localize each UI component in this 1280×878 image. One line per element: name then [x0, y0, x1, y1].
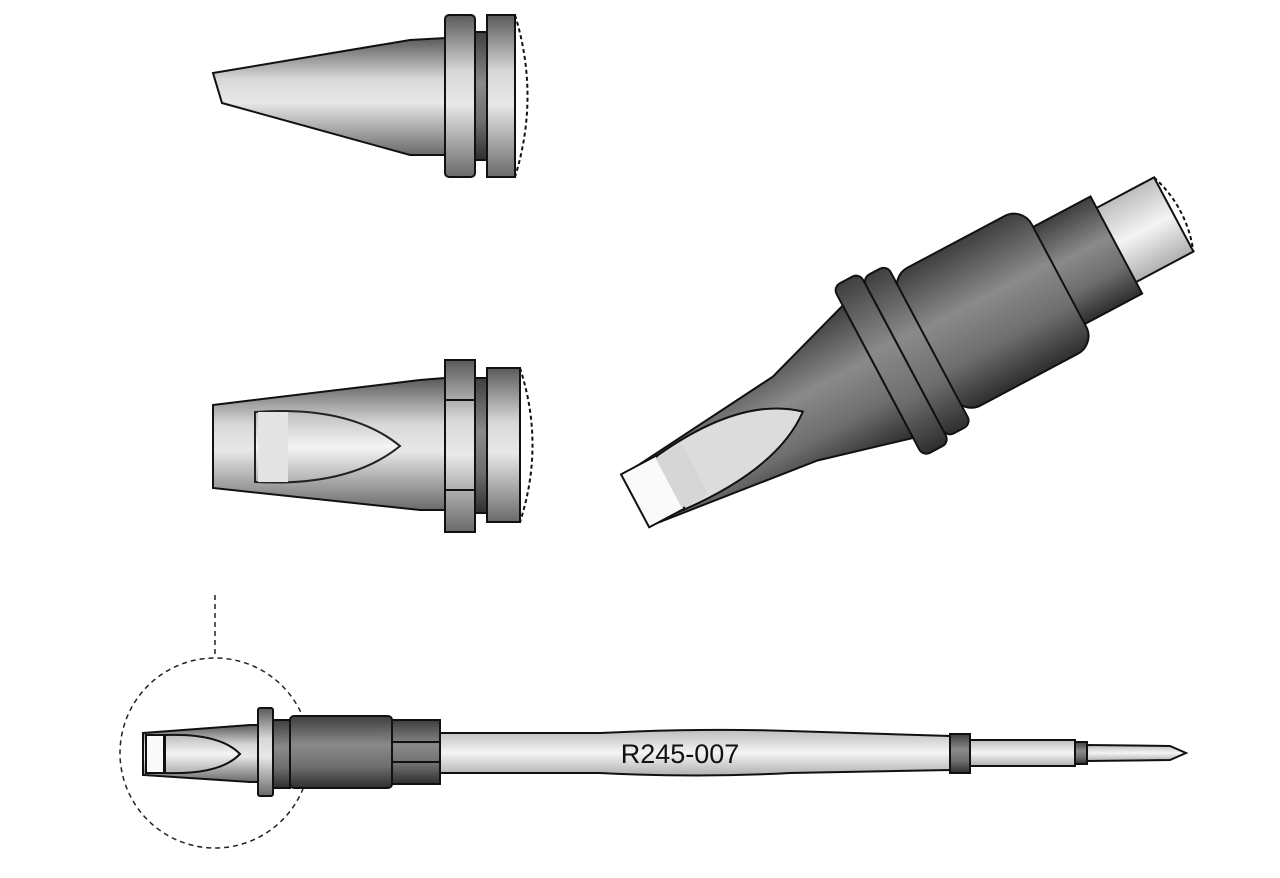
tip-side-view-conical [211, 14, 529, 178]
full-tool-view [142, 707, 1189, 797]
tip-side-view-chisel [212, 359, 534, 533]
part-number-label: R245-007 [621, 739, 740, 769]
tip-3d-view [619, 176, 1195, 529]
